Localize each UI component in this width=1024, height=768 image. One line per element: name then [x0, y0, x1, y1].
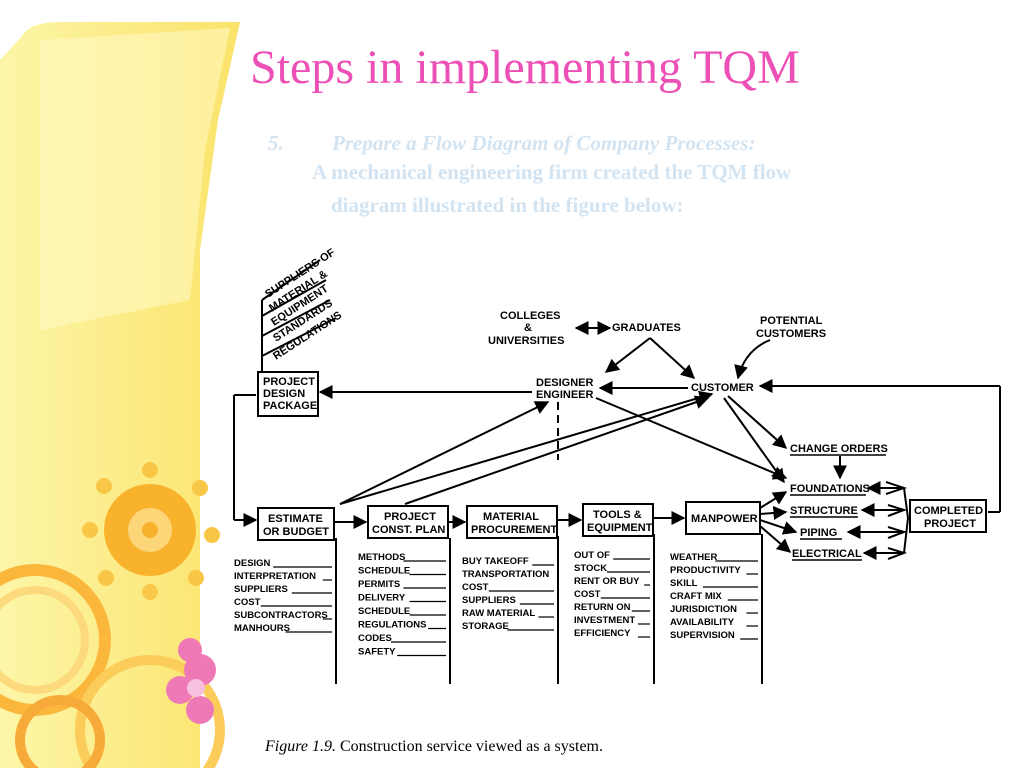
factor-item: CRAFT MIX [670, 591, 722, 602]
factor-item: SCHEDULE [358, 606, 410, 617]
svg-text:ENGINEER: ENGINEER [536, 389, 594, 401]
process-box-estimate: ESTIMATE OR BUDGET [257, 507, 335, 541]
factor-item: RAW MATERIAL [462, 608, 535, 619]
svg-text:CUSTOMERS: CUSTOMERS [756, 328, 826, 340]
factor-item: JURISDICTION [670, 604, 737, 615]
step-heading: Prepare a Flow Diagram of Company Proces… [332, 131, 756, 155]
factor-item: SUPPLIERS [462, 595, 516, 606]
svg-text:&: & [524, 322, 532, 334]
factor-item: SKILL [670, 578, 698, 589]
colleges-label: COLLEGES [500, 310, 561, 322]
figure-caption: Figure 1.9. Construction service viewed … [265, 738, 603, 756]
process-box-project-plan: PROJECT CONST. PLAN [367, 505, 449, 539]
output-feedback-arrows [846, 481, 909, 560]
sun-flower-decoration [82, 462, 220, 600]
potential-customers-label: POTENTIAL [760, 315, 823, 327]
svg-text:MATERIAL: MATERIAL [483, 511, 539, 523]
step-description-line-2: diagram illustrated in the figure below: [331, 193, 684, 217]
graduates-label: GRADUATES [612, 322, 681, 334]
process-factor-lists: DESIGN INTERPRETATION SUPPLIERS COST SUBCONT… [234, 550, 758, 658]
customer-label: CUSTOMER [691, 382, 754, 394]
factor-item: METHODS [358, 552, 406, 563]
factor-item: CODES [358, 633, 392, 644]
factor-item: WEATHER [670, 552, 717, 563]
factor-item: AVAILABILITY [670, 617, 735, 628]
figure-label: Figure 1.9. [265, 738, 336, 755]
output-structure: STRUCTURE [790, 505, 858, 517]
factor-item: RETURN ON [574, 602, 631, 613]
svg-text:COMPLETED: COMPLETED [914, 505, 983, 517]
factor-item: OUT OF [574, 550, 610, 561]
svg-text:PROCUREMENT: PROCUREMENT [471, 524, 557, 536]
factor-item: SUPPLIERS [234, 584, 288, 595]
factor-item: PERMITS [358, 579, 400, 590]
factor-item: SUBCONTRACTORS [234, 610, 328, 621]
step-description-line-1: A mechanical engineering firm created th… [312, 160, 792, 184]
factor-item: INTERPRETATION [234, 571, 316, 582]
step-number: 5. [268, 131, 284, 155]
svg-text:PROJECT: PROJECT [384, 511, 436, 523]
pink-flower-decoration [166, 638, 216, 724]
factor-item: DELIVERY [358, 593, 406, 604]
svg-text:ESTIMATE: ESTIMATE [268, 513, 323, 525]
svg-text:EQUIPMENT: EQUIPMENT [587, 522, 653, 534]
factor-item: STORAGE [462, 621, 509, 632]
factor-item: REGULATIONS [358, 620, 426, 631]
supplier-input-group: SUPPLIERS OF MATERIAL & EQUIPMENT STANDA… [261, 246, 344, 372]
svg-text:OR BUDGET: OR BUDGET [263, 526, 329, 538]
factor-item: RENT OR BUY [574, 576, 640, 587]
factor-item: COST [574, 589, 601, 600]
svg-text:CONST. PLAN: CONST. PLAN [372, 524, 445, 536]
factor-item: INVESTMENT [574, 615, 635, 626]
factor-item: COST [234, 597, 261, 608]
output-foundations: FOUNDATIONS [790, 483, 870, 495]
factor-item: TRANSPORTATION [462, 569, 549, 580]
completed-project-box: COMPLETED PROJECT [909, 499, 987, 533]
process-box-material-procurement: MATERIAL PROCUREMENT [466, 505, 558, 539]
change-orders-label: CHANGE ORDERS [790, 443, 888, 455]
factor-item: SAFETY [358, 647, 396, 658]
project-design-package-box: PROJECT DESIGN PACKAGE [257, 371, 319, 417]
factor-item: SCHEDULE [358, 566, 410, 577]
svg-text:TOOLS &: TOOLS & [593, 509, 642, 521]
slide-title: Steps in implementing TQM [250, 41, 800, 94]
factor-item: EFFICIENCY [574, 628, 631, 639]
ring-decoration [0, 564, 225, 768]
svg-text:MANPOWER: MANPOWER [691, 513, 758, 525]
factor-item: DESIGN [234, 558, 271, 569]
slide-decoration [0, 22, 240, 768]
yellow-band-highlight [40, 28, 230, 330]
factor-item: COST [462, 582, 489, 593]
svg-text:PROJECT: PROJECT [263, 376, 315, 388]
process-box-tools-equipment: TOOLS & EQUIPMENT [582, 503, 654, 537]
factor-item: STOCK [574, 563, 607, 574]
output-piping: PIPING [800, 527, 837, 539]
svg-text:PACKAGE: PACKAGE [263, 400, 317, 412]
figure-caption-text: Construction service viewed as a system. [339, 738, 603, 755]
svg-text:PROJECT: PROJECT [924, 518, 976, 530]
factor-item: PRODUCTIVITY [670, 565, 741, 576]
factor-item: BUY TAKEOFF [462, 556, 529, 567]
designer-engineer-label: DESIGNER [536, 377, 594, 389]
process-box-manpower: MANPOWER [685, 501, 761, 535]
factor-item: MANHOURS [234, 623, 290, 634]
svg-text:UNIVERSITIES: UNIVERSITIES [488, 335, 564, 347]
output-electrical: ELECTRICAL [792, 548, 862, 560]
svg-text:DESIGN: DESIGN [263, 388, 305, 400]
factor-item: SUPERVISION [670, 630, 735, 641]
